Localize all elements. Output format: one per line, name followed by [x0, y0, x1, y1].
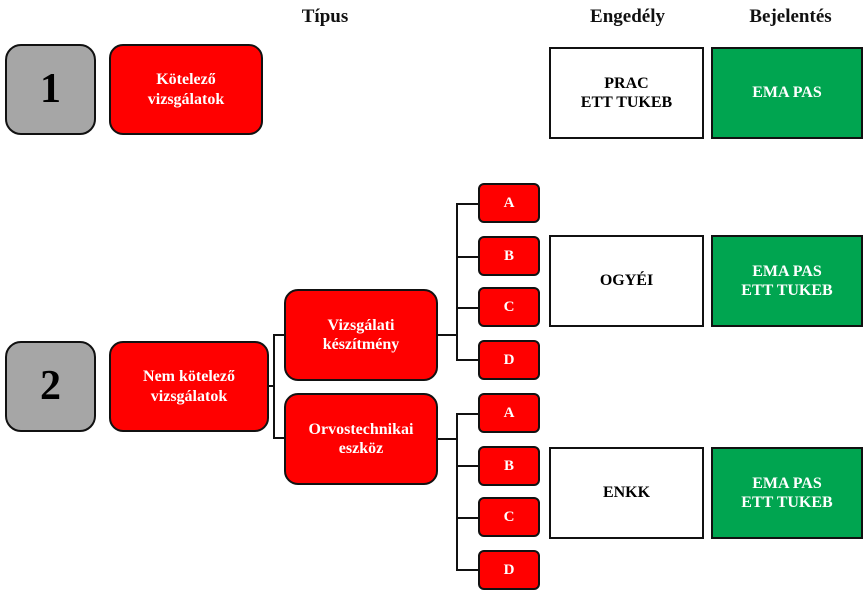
- branch1-box: Vizsgálati készítmény: [284, 289, 438, 381]
- subtype-label: B: [503, 248, 514, 264]
- row1-permit-box: PRAC ETT TUKEB: [549, 47, 704, 139]
- row1-type-label: Kötelező vizsgálatok: [147, 71, 225, 108]
- connector: [273, 334, 275, 439]
- connector: [273, 334, 285, 336]
- row1-number: 1: [40, 66, 61, 113]
- branch1-label: Vizsgálati készítmény: [322, 316, 400, 353]
- connector: [456, 359, 478, 361]
- subtype-label: D: [503, 352, 515, 368]
- branch2-subtype-b: B: [478, 446, 540, 486]
- branch1-subtype-c: C: [478, 287, 540, 327]
- branch2-label: Orvostechnikai eszköz: [308, 420, 414, 457]
- branch1-notification-line2: ETT TUKEB: [741, 282, 833, 299]
- row1-type-box: Kötelező vizsgálatok: [109, 44, 263, 135]
- branch2-subtype-a: A: [478, 393, 540, 433]
- row1-notification: EMA PAS: [752, 84, 822, 102]
- header-tipus: Típus: [301, 6, 349, 27]
- subtype-label: B: [503, 458, 514, 474]
- connector: [456, 413, 478, 415]
- subtype-label: C: [503, 299, 515, 315]
- connector: [456, 203, 478, 205]
- branch2-subtype-c: C: [478, 497, 540, 537]
- header-engedely: Engedély: [590, 6, 665, 27]
- connector: [269, 385, 275, 387]
- connector: [456, 465, 478, 467]
- branch2-notification-box: EMA PAS ETT TUKEB: [711, 447, 863, 539]
- branch1-notification-line1: EMA PAS: [752, 262, 822, 280]
- subtype-label: D: [503, 562, 515, 578]
- row2-number-badge: 2: [5, 341, 96, 432]
- connector: [456, 413, 458, 571]
- subtype-label: A: [503, 195, 515, 211]
- branch1-permit: OGYÉI: [599, 272, 654, 290]
- branch2-notification-line1: EMA PAS: [752, 474, 822, 492]
- connector: [438, 334, 458, 336]
- connector: [456, 203, 458, 361]
- subtype-label: C: [503, 509, 515, 525]
- row1-number-badge: 1: [5, 44, 96, 135]
- connector: [273, 437, 285, 439]
- connector: [456, 569, 478, 571]
- row2-type-label: Nem kötelező vizsgálatok: [143, 368, 235, 405]
- branch1-subtype-b: B: [478, 236, 540, 276]
- branch2-notification-line2: ETT TUKEB: [741, 494, 833, 511]
- branch2-box: Orvostechnikai eszköz: [284, 393, 438, 485]
- row2-number: 2: [40, 363, 61, 410]
- header-bejelentes: Bejelentés: [749, 6, 832, 27]
- branch1-subtype-d: D: [478, 340, 540, 380]
- connector: [438, 438, 458, 440]
- row1-notification-box: EMA PAS: [711, 47, 863, 139]
- branch2-permit: ENKK: [602, 484, 651, 502]
- branch2-permit-box: ENKK: [549, 447, 704, 539]
- row1-permit-line2: ETT TUKEB: [580, 94, 673, 111]
- row1-permit-line1: PRAC: [604, 74, 649, 92]
- connector: [456, 307, 478, 309]
- branch1-subtype-a: A: [478, 183, 540, 223]
- branch1-notification-box: EMA PAS ETT TUKEB: [711, 235, 863, 327]
- branch1-permit-box: OGYÉI: [549, 235, 704, 327]
- branch2-subtype-d: D: [478, 550, 540, 590]
- connector: [456, 517, 478, 519]
- subtype-label: A: [503, 405, 515, 421]
- row2-type-box: Nem kötelező vizsgálatok: [109, 341, 269, 432]
- connector: [456, 256, 478, 258]
